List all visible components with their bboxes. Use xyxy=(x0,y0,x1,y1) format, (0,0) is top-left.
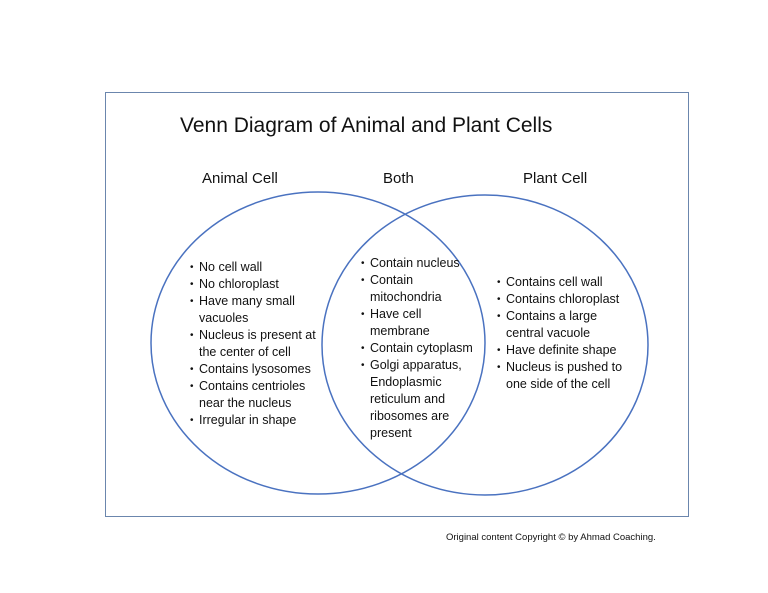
list-item: Contains chloroplast xyxy=(497,291,637,308)
animal-cell-heading: Animal Cell xyxy=(202,170,278,187)
list-item: Nucleus is present at the center of cell xyxy=(190,327,330,361)
list-item: Contains centrioles near the nucleus xyxy=(190,378,330,412)
list-item: No chloroplast xyxy=(190,276,330,293)
list-item: Contains cell wall xyxy=(497,274,637,291)
list-item: Irregular in shape xyxy=(190,412,330,429)
list-item: Contain cytoplasm xyxy=(361,340,481,357)
both-heading: Both xyxy=(383,170,414,187)
list-item: Golgi apparatus, Endoplasmic reticulum a… xyxy=(361,357,481,442)
plant-cell-heading: Plant Cell xyxy=(523,170,588,187)
animal-cell-list: No cell wallNo chloroplastHave many smal… xyxy=(190,259,330,429)
list-item: Contains lysosomes xyxy=(190,361,330,378)
copyright-notice: Original content Copyright © by Ahmad Co… xyxy=(446,532,656,543)
list-item: No cell wall xyxy=(190,259,330,276)
diagram-frame xyxy=(105,92,689,517)
diagram-title: Venn Diagram of Animal and Plant Cells xyxy=(180,114,553,137)
animal-cell-circle xyxy=(150,191,486,495)
both-list: Contain nucleusContain mitochondriaHave … xyxy=(361,255,481,442)
list-item: Contains a large central vacuole xyxy=(497,308,637,342)
list-item: Have many small vacuoles xyxy=(190,293,330,327)
plant-cell-list: Contains cell wallContains chloroplastCo… xyxy=(497,274,637,393)
list-item: Contain nucleus xyxy=(361,255,481,272)
list-item: Contain mitochondria xyxy=(361,272,481,306)
list-item: Have cell membrane xyxy=(361,306,481,340)
list-item: Nucleus is pushed to one side of the cel… xyxy=(497,359,637,393)
list-item: Have definite shape xyxy=(497,342,637,359)
